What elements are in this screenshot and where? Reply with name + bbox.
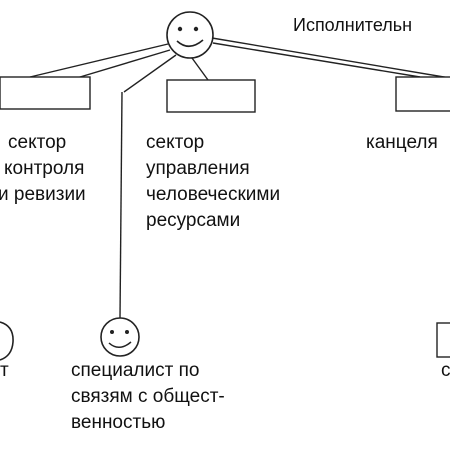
sector-control-label: сектор контроля и ревизии (0, 130, 86, 208)
connector-line-hr (191, 57, 209, 81)
connector-line-control-2 (69, 49, 171, 81)
sector-control-line-1: сектор (8, 132, 67, 153)
right-partial-box (436, 322, 450, 358)
sector-hr-line-1: сектор (146, 132, 205, 153)
connector-line-specialist (123, 54, 177, 93)
connector-line-control (29, 43, 169, 78)
sector-hr-box (166, 79, 256, 113)
chancellery-label: канцеля (366, 132, 438, 153)
specialist-line-3: венностью (71, 412, 166, 433)
left-bottom-fragment-label: т (0, 360, 9, 381)
sector-control-line-3: и ревизии (0, 184, 86, 205)
specialist-line-1: специалист по (71, 360, 200, 381)
specialist-smiley-icon (100, 317, 140, 357)
sector-control-line-2: контроля (4, 158, 85, 179)
right-bottom-fragment-label: с (441, 360, 450, 381)
sector-hr-line-4: ресурсами (146, 210, 241, 231)
left-partial-smiley-icon (0, 321, 14, 361)
connector-line-chancellery (211, 37, 450, 79)
connector-line-right (212, 42, 421, 78)
specialist-line-2: связям с общест- (71, 386, 225, 407)
specialist-vertical-line (119, 91, 123, 319)
diagram-title-fragment: Исполнительн (293, 15, 413, 35)
sector-hr-line-3: человеческими (146, 184, 281, 205)
sector-hr-label: сектор управления человеческими ресурсам… (146, 130, 280, 234)
top-smiley-icon (166, 11, 214, 59)
sector-control-box (0, 76, 91, 110)
sector-hr-line-2: управления (146, 158, 250, 179)
specialist-label: специалист по связям с общест- венностью (71, 358, 225, 436)
chancellery-box (395, 76, 450, 112)
